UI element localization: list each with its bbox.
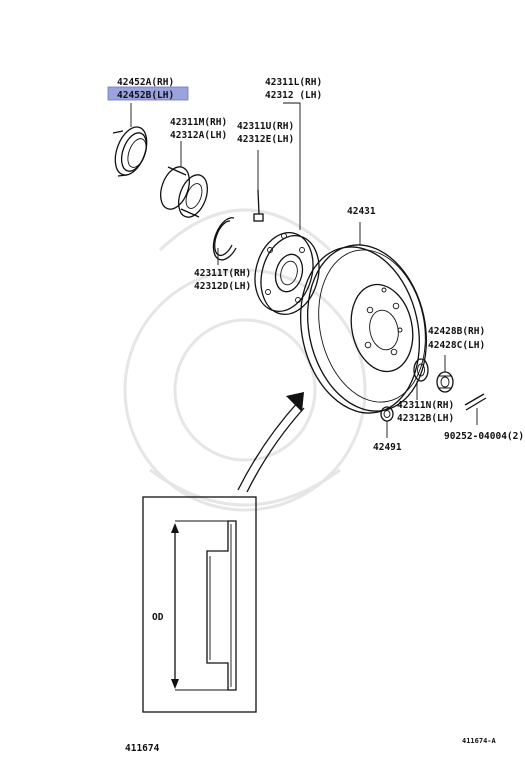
label-bolt-lh[interactable]: 42312E(LH) xyxy=(237,134,294,145)
oil-seal[interactable] xyxy=(109,123,152,180)
cross-section-inset xyxy=(142,496,257,713)
label-nut-lh[interactable]: 42428C(LH) xyxy=(428,340,485,351)
hub-nut[interactable] xyxy=(436,371,454,393)
diagram-reference-number: 411674 xyxy=(125,743,160,754)
hub-washer[interactable] xyxy=(413,358,429,382)
selected-part-highlight xyxy=(107,86,189,101)
label-bearing-rh[interactable]: 42311M(RH) xyxy=(170,117,227,128)
label-washer-rh[interactable]: 42311N(RH) xyxy=(397,400,454,411)
bearing[interactable] xyxy=(155,163,212,221)
detail-arrow xyxy=(237,392,305,493)
label-bolt-rh[interactable]: 42311U(RH) xyxy=(237,121,294,132)
watermark-emblem xyxy=(123,208,367,512)
diagram-reference-small: 411674-A xyxy=(462,737,497,745)
label-od: OD xyxy=(152,612,164,623)
label-hub-lh[interactable]: 42312 (LH) xyxy=(265,90,322,101)
label-bearing-lh[interactable]: 42312A(LH) xyxy=(170,130,227,141)
wheel-stud[interactable] xyxy=(464,393,487,411)
hub-bolt[interactable] xyxy=(253,150,264,222)
label-disc[interactable]: 42431 xyxy=(347,206,376,217)
label-oil-seal-rh[interactable]: 42452A(RH) xyxy=(117,77,174,88)
label-cap[interactable]: 42491 xyxy=(373,442,402,453)
label-washer-lh[interactable]: 42312B(LH) xyxy=(397,413,454,424)
label-hub-rh[interactable]: 42311L(RH) xyxy=(265,77,322,88)
label-oil-seal-lh[interactable]: 42452B(LH) xyxy=(117,90,174,101)
label-snap-ring-lh[interactable]: 42312D(LH) xyxy=(194,281,251,292)
snap-ring[interactable] xyxy=(212,217,237,261)
label-stud[interactable]: 90252-04004(2) xyxy=(444,431,524,442)
label-nut-rh[interactable]: 42428B(RH) xyxy=(428,326,485,337)
brake-disc[interactable] xyxy=(286,234,441,424)
label-snap-ring-rh[interactable]: 42311T(RH) xyxy=(194,268,251,279)
axle-hub[interactable] xyxy=(247,226,328,321)
